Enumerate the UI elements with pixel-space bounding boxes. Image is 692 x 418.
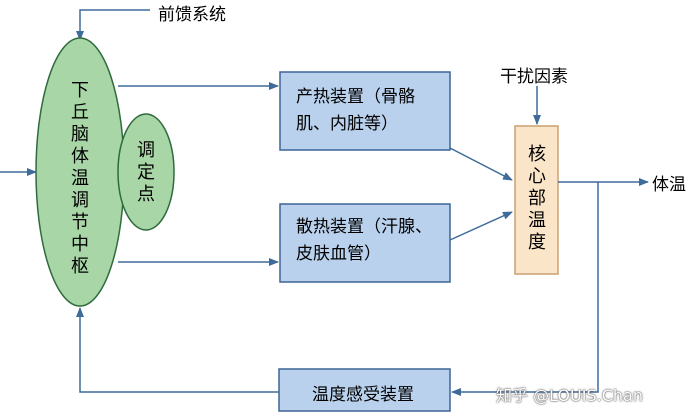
dissipation-to-core-arrow (449, 211, 513, 241)
temperature-sensor-box (278, 368, 451, 412)
heat-dissipation-box (279, 203, 451, 283)
feedforward-label: 前馈系统 (158, 5, 226, 25)
heat-production-box (279, 71, 451, 151)
setpoint-label: 调定点 (137, 140, 155, 205)
heat-production-text: 产热装置（骨骼 肌、内脏等） (296, 84, 446, 138)
feedforward-arrow (76, 9, 150, 41)
heat-dissipation-line1: 散热装置（汗腺、 (296, 217, 432, 237)
heat-dissipation-line2: 皮肤血管） (296, 244, 381, 264)
output-label: 体温 (652, 175, 686, 195)
watermark-text: 知乎 @LOUIS.Chan (496, 386, 643, 405)
setpoint-ellipse (117, 113, 175, 231)
core-temperature-label: 核心部温度 (528, 144, 546, 253)
heat-dissipation-text: 散热装置（汗腺、 皮肤血管） (296, 214, 450, 268)
production-to-core-arrow (449, 147, 513, 181)
center-label: 下丘脑体温调节中枢 (71, 80, 89, 277)
feedback-to-sensor-arrow (451, 182, 599, 396)
heat-production-line1: 产热装置（骨骼 (296, 87, 415, 107)
heat-production-line2: 肌、内脏等） (296, 114, 398, 134)
interference-label: 干扰因素 (500, 67, 568, 87)
sensor-to-center-arrow (76, 307, 279, 393)
temperature-sensor-label: 温度感受装置 (312, 385, 414, 405)
core-temperature-box (514, 125, 559, 275)
